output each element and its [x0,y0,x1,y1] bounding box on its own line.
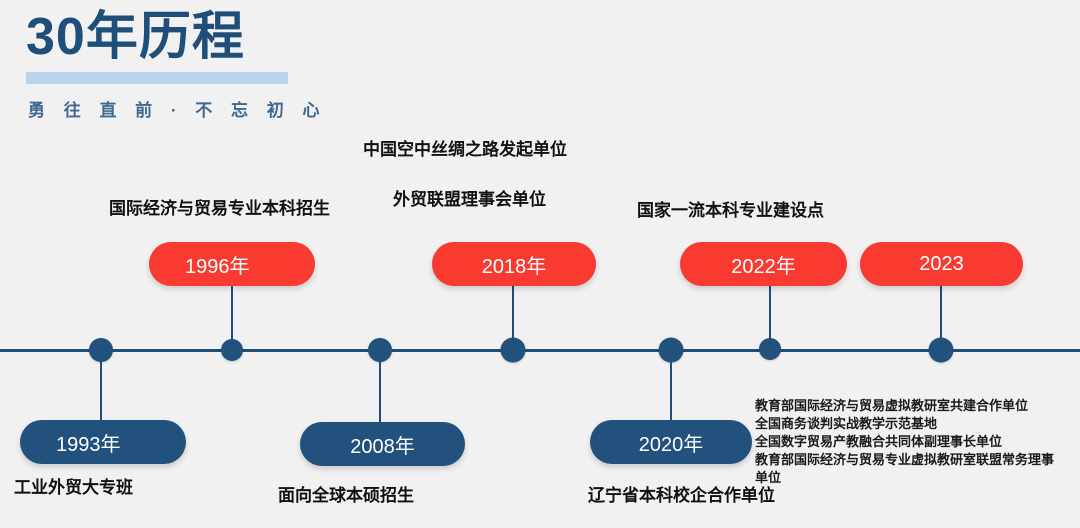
note-line-2: 全国商务谈判实战教学示范基地 [755,416,938,431]
note-line-5: 单位 [755,470,782,485]
year-badge-2020-label: 2020年 [638,433,704,456]
year-badge-2020[interactable]: 2020年 [590,420,752,464]
year-badge-2008[interactable]: 2008年 [300,422,465,466]
year-badge-1996-label: 1996年 [185,255,250,278]
note-line-3: 全国数字贸易产教融合共同体副理事长单位 [755,434,1003,449]
year-badge-1993-label: 1993年 [56,433,121,456]
connector-stem-1996 [231,285,233,350]
connector-stem-2018 [512,285,514,350]
year-badge-2018-label: 2018年 [481,255,547,278]
timeline-node-1993[interactable] [89,338,113,362]
timeline-axis [0,349,1080,352]
timeline-node-1996[interactable] [221,339,243,361]
connector-stem-2022 [769,285,771,349]
connector-stem-2020 [670,360,672,420]
caption-2018-secondary: 外贸联盟理事会单位 [393,190,546,209]
timeline-node-2020[interactable] [658,337,684,363]
connector-stem-2023 [940,285,942,350]
page-subtitle: 勇 往 直 前 · 不 忘 初 心 [28,101,327,120]
connector-stem-1993 [100,360,102,420]
year-badge-2022[interactable]: 2022年 [680,242,847,286]
year-badge-2008-label: 2008年 [350,435,415,458]
caption-2020: 辽宁省本科校企合作单位 [588,486,775,505]
title-underline-bar [26,72,288,84]
caption-2008: 面向全球本硕招生 [278,486,414,505]
caption-2022: 国家一流本科专业建设点 [637,201,824,220]
timeline-node-2022[interactable] [759,338,781,360]
note-line-4: 教育部国际经济与贸易专业虚拟教研室联盟常务理事 [755,452,1055,467]
year-badge-1996[interactable]: 1996年 [149,242,315,286]
note-line-1: 教育部国际经济与贸易虚拟教研室共建合作单位 [755,398,1029,413]
connector-stem-2008 [379,360,381,422]
timeline-node-2008[interactable] [368,338,392,362]
year-badge-1993[interactable]: 1993年 [20,420,186,464]
year-badge-2022-label: 2022年 [731,255,796,278]
header-block: 30年历程 勇 往 直 前 · 不 忘 初 心 [26,8,326,120]
page-title: 30年历程 [26,8,245,66]
year-badge-2018[interactable]: 2018年 [432,242,596,286]
caption-2018-primary: 中国空中丝绸之路发起单位 [363,140,567,159]
year-badge-2023[interactable]: 2023 [860,242,1023,286]
caption-1993: 工业外贸大专班 [14,478,133,497]
notes-2023-block: 教育部国际经济与贸易虚拟教研室共建合作单位 全国商务谈判实战教学示范基地 全国数… [755,397,1075,487]
year-badge-2023-label: 2023 [919,252,964,275]
caption-1996: 国际经济与贸易专业本科招生 [109,199,330,218]
